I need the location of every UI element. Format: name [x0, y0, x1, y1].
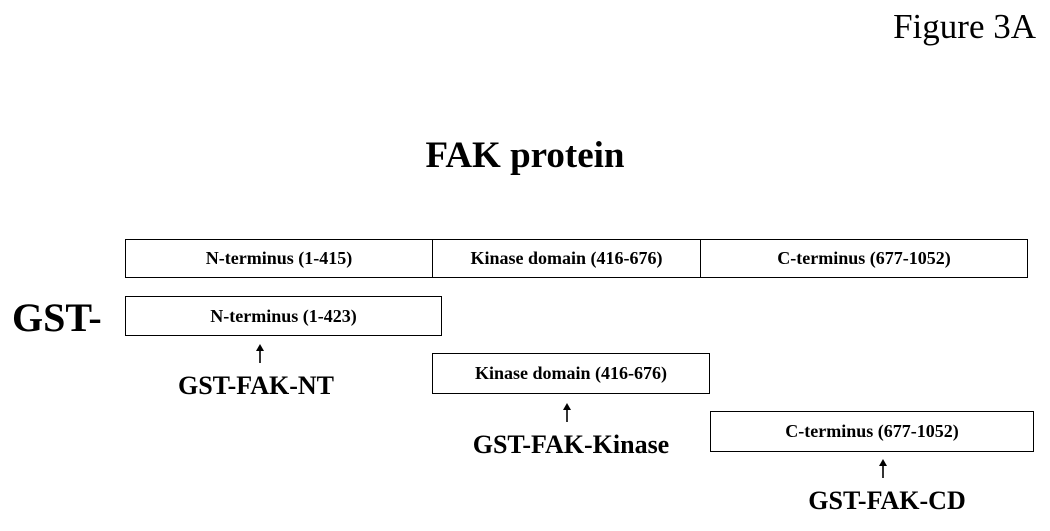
construct-cd-name: GST-FAK-CD: [808, 486, 966, 515]
figure-label: Figure 3A: [893, 7, 1036, 46]
arrow-up-icon: [879, 459, 887, 478]
segment-c-terminus: C-terminus (677-1052): [701, 239, 1028, 278]
construct-kinase-name: GST-FAK-Kinase: [472, 430, 670, 459]
segment-kinase-domain: Kinase domain (416-676): [433, 239, 701, 278]
arrow-up-icon: [563, 403, 571, 422]
construct-nt-box: N-terminus (1-423): [125, 296, 442, 336]
gst-prefix-label: GST-: [12, 295, 102, 340]
diagram-title: FAK protein: [425, 135, 625, 176]
segment-n-terminus: N-terminus (1-415): [125, 239, 433, 278]
construct-cd-box: C-terminus (677-1052): [710, 411, 1034, 452]
construct-kinase-box: Kinase domain (416-676): [432, 353, 710, 394]
fak-protein-bar: N-terminus (1-415) Kinase domain (416-67…: [125, 239, 1028, 278]
arrow-up-icon: [256, 344, 264, 363]
construct-nt-name: GST-FAK-NT: [177, 371, 335, 400]
